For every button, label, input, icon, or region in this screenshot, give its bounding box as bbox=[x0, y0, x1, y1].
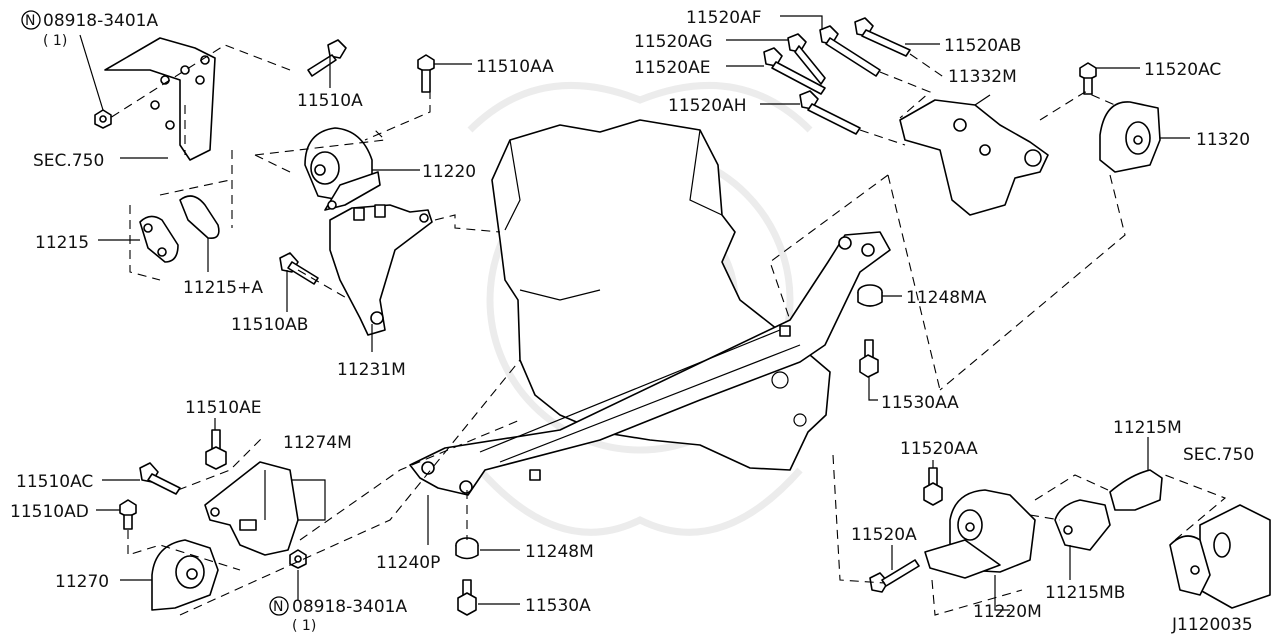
label-sec750-left: SEC.750 bbox=[33, 151, 104, 171]
label-11215-a: 11215+A bbox=[183, 278, 263, 298]
label-11215: 11215 bbox=[35, 233, 89, 253]
label-11520A: 11520A bbox=[851, 525, 917, 545]
label-11520AC: 11520AC bbox=[1144, 60, 1221, 80]
label-11248M: 11248M bbox=[525, 542, 594, 562]
n-marker-bottom: N bbox=[269, 596, 289, 616]
nut-bottom-left bbox=[289, 549, 307, 600]
mount-11270 bbox=[120, 539, 219, 611]
label-11332M: 11332M bbox=[948, 67, 1017, 87]
bolt-11520AC bbox=[1079, 62, 1097, 95]
label-11520AF: 11520AF bbox=[686, 8, 762, 28]
label-11510A: 11510A bbox=[297, 91, 363, 111]
bolt-11510AC bbox=[139, 462, 181, 495]
bolt-11530A bbox=[457, 579, 520, 616]
mount-11320 bbox=[1099, 101, 1161, 173]
nut-top-left bbox=[79, 34, 112, 129]
label-08918-top-qty: ( 1) bbox=[43, 33, 67, 49]
svg-text:N: N bbox=[273, 599, 283, 615]
bolt-11530AA bbox=[859, 339, 879, 401]
bushing-11248MA bbox=[857, 284, 883, 307]
label-08918-bottom: 08918-3401A bbox=[292, 597, 407, 617]
bracket-11332M bbox=[899, 94, 1049, 216]
label-11240P: 11240P bbox=[376, 553, 440, 573]
leader-lines bbox=[96, 15, 1190, 580]
label-11520AB: 11520AB bbox=[944, 36, 1021, 56]
label-08918-top: 08918-3401A bbox=[43, 11, 158, 31]
label-11520AG: 11520AG bbox=[634, 32, 713, 52]
label-11274M: 11274M bbox=[283, 433, 352, 453]
bushing-11248M bbox=[455, 490, 520, 560]
bolt-11510AE bbox=[205, 429, 227, 470]
label-11248MA: 11248MA bbox=[906, 288, 987, 308]
pad-11215M bbox=[1109, 469, 1163, 511]
bracket-11231M bbox=[329, 204, 433, 336]
bolt-11510AD bbox=[119, 499, 137, 530]
label-11231M: 11231M bbox=[337, 360, 406, 380]
label-08918-bottom-qty: ( 1) bbox=[292, 618, 316, 634]
label-11215MB: 11215MB bbox=[1045, 583, 1125, 603]
label-11510AD: 11510AD bbox=[10, 502, 89, 522]
label-11510AC: 11510AC bbox=[16, 472, 93, 492]
bolt-11520AA bbox=[923, 467, 943, 506]
sec750-left-bracket bbox=[104, 37, 216, 161]
guide-lines-bottom-left bbox=[127, 359, 521, 616]
label-11530AA: 11530AA bbox=[881, 393, 959, 413]
guide-lines-left bbox=[109, 44, 501, 301]
label-11530A: 11530A bbox=[525, 596, 591, 616]
label-11510AE: 11510AE bbox=[185, 398, 261, 418]
label-11270: 11270 bbox=[55, 572, 109, 592]
svg-text:N: N bbox=[25, 13, 35, 29]
label-11520AE: 11520AE bbox=[634, 58, 710, 78]
label-11215M: 11215M bbox=[1113, 418, 1182, 438]
guide-lines-bottom-right bbox=[832, 454, 1227, 616]
n-marker-top: N bbox=[21, 10, 41, 30]
label-11510AA: 11510AA bbox=[476, 57, 554, 77]
bolt-11510A bbox=[307, 39, 347, 88]
bolt-11520A bbox=[869, 559, 920, 593]
bolt-11510AA bbox=[417, 54, 472, 93]
mount-11220M bbox=[924, 489, 1036, 579]
mount-pads-11215 bbox=[98, 195, 220, 272]
label-11320: 11320 bbox=[1196, 130, 1250, 150]
label-11220: 11220 bbox=[422, 162, 476, 182]
label-11520AH: 11520AH bbox=[668, 96, 747, 116]
pad-11215MB bbox=[1054, 499, 1111, 551]
label-11220M: 11220M bbox=[973, 602, 1042, 622]
label-11510AB: 11510AB bbox=[231, 315, 308, 335]
label-sec750-right: SEC.750 bbox=[1183, 445, 1254, 465]
sec750-right-block bbox=[1169, 504, 1271, 609]
bolt-11510AB bbox=[279, 252, 319, 312]
label-11520AA: 11520AA bbox=[900, 439, 978, 459]
bracket-11274M bbox=[204, 461, 299, 556]
diagram-id: J1120035 bbox=[1171, 615, 1253, 635]
mount-11220 bbox=[304, 127, 420, 211]
bolt-group-top-right bbox=[763, 17, 911, 135]
guide-lines-right-top bbox=[769, 53, 1126, 391]
crossmember bbox=[409, 231, 891, 496]
